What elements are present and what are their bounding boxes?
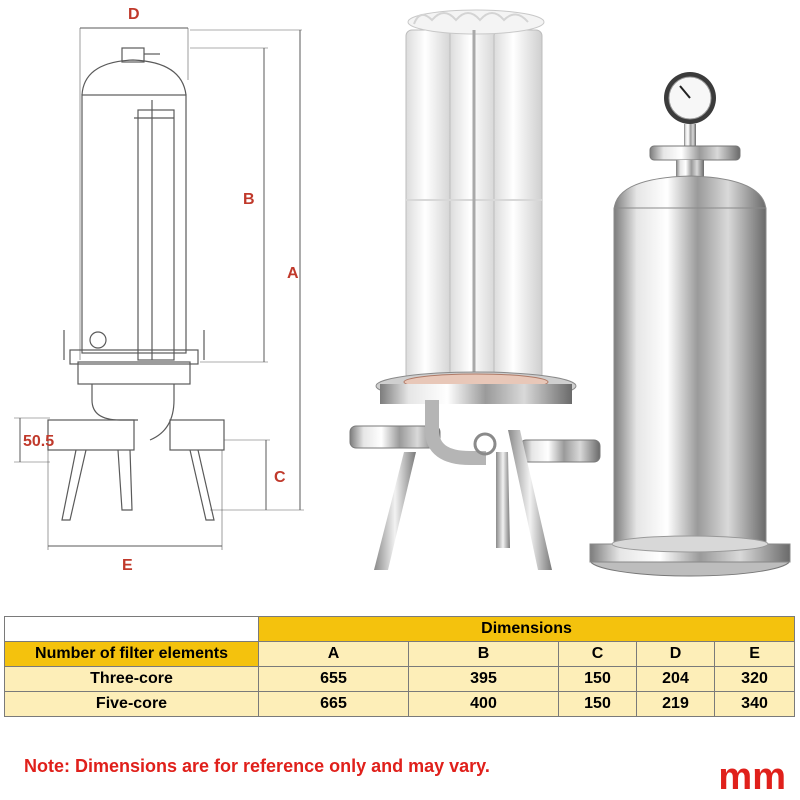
cell-value: 150 — [558, 666, 637, 692]
dimensions-header: Dimensions — [257, 616, 796, 642]
cell-value: 320 — [713, 666, 796, 692]
cell-value: 400 — [408, 691, 559, 717]
table-corner-cell — [4, 616, 259, 642]
table-row: Five-core 665 400 150 219 340 — [4, 691, 796, 717]
row-name: Five-core — [4, 691, 259, 717]
cell-value: 395 — [408, 666, 559, 692]
cell-value: 665 — [258, 691, 409, 717]
dimension-label-a: A — [287, 265, 299, 282]
technical-drawing — [14, 27, 304, 550]
open-filter-housing-photo — [349, 9, 601, 570]
row-header-label: Number of filter elements — [4, 641, 259, 667]
table-row: Three-core 655 395 150 204 320 — [4, 666, 796, 692]
dimension-label-d: D — [128, 6, 140, 23]
dimension-label-b: B — [243, 191, 255, 208]
cell-value: 340 — [713, 691, 796, 717]
cell-value: 219 — [636, 691, 715, 717]
reference-note: Note: Dimensions are for reference only … — [24, 756, 490, 776]
cell-value: 655 — [258, 666, 409, 692]
cell-value: 204 — [636, 666, 715, 692]
column-header-a: A — [258, 641, 409, 667]
dimension-label-inlet: 50.5 — [23, 433, 54, 450]
column-header-b: B — [408, 641, 559, 667]
column-header-c: C — [558, 641, 637, 667]
unit-label: mm — [718, 756, 786, 798]
column-header-e: E — [713, 641, 796, 667]
dimension-label-e: E — [122, 557, 133, 574]
cell-value: 150 — [558, 691, 637, 717]
row-name: Three-core — [4, 666, 259, 692]
dimension-label-c: C — [274, 469, 286, 486]
product-figure: D B A C 50.5 E — [14, 6, 791, 577]
closed-filter-housing-photo — [589, 72, 791, 577]
dimensions-table: Dimensions Number of filter elements A B… — [4, 616, 796, 717]
column-header-d: D — [636, 641, 715, 667]
